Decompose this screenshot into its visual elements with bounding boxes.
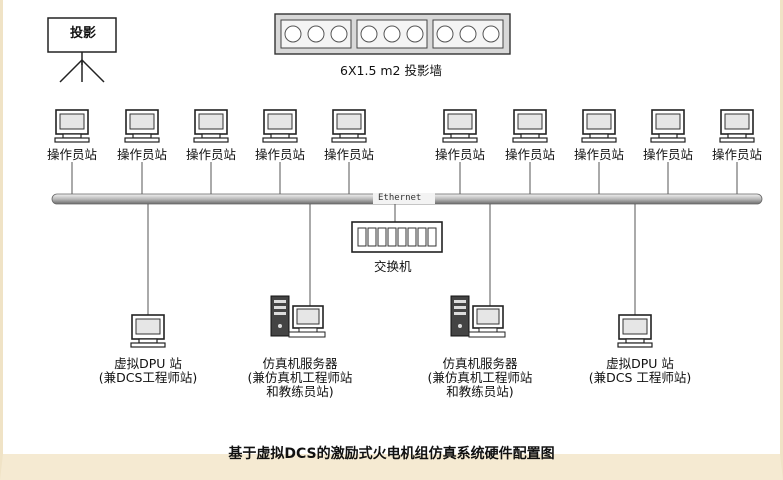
node-line: (兼DCS工程师站) [98,370,198,385]
operator-station-label: 操作员站 [185,147,236,162]
projector-label: 投影 [70,26,97,41]
dpu-station-left-label: 虚拟DPU 站 (兼DCS工程师站) [88,357,208,385]
dpu-station-right-icon [617,314,653,348]
node-line: (兼DCS 工程师站) [588,370,692,385]
operator-drop-lines [71,162,738,195]
node-line: (兼仿真机工程师站 [247,370,353,385]
node-line: 和教练员站) [266,384,334,399]
operator-station-label: 操作员站 [642,147,693,162]
dpu-station-right-label: 虚拟DPU 站 (兼DCS 工程师站) [575,357,705,385]
node-line: 虚拟DPU 站 [606,356,674,371]
ethernet-label: Ethernet [378,193,422,203]
projector-icon [47,17,117,83]
operator-monitor-icons [54,109,755,143]
projection-wall-label: 6X1.5 m2 投影墙 [340,63,442,78]
dpu-station-left-icon [130,314,166,348]
node-line: (兼仿真机工程师站 [427,370,533,385]
node-line: 和教练员站) [446,384,514,399]
operator-station-label: 操作员站 [434,147,485,162]
operator-station-label: 操作员站 [573,147,624,162]
simulation-server-right-label: 仿真机服务器 (兼仿真机工程师站 和教练员站) [410,357,550,399]
operator-station-label: 操作员站 [504,147,555,162]
projection-wall-icon [274,13,511,55]
ethernet-label-bg [373,193,435,204]
simulation-server-left-icon [270,295,326,338]
operator-station-label: 操作员站 [46,147,97,162]
operator-station-label: 操作员站 [323,147,374,162]
node-line: 虚拟DPU 站 [114,356,182,371]
operator-station-label: 操作员站 [711,147,762,162]
operator-station-label: 操作员站 [254,147,305,162]
switch-icon [351,221,443,253]
simulation-server-left-label: 仿真机服务器 (兼仿真机工程师站 和教练员站) [230,357,370,399]
bottom-drop-lines [147,204,636,315]
operator-station-label: 操作员站 [116,147,167,162]
node-line: 仿真机服务器 [442,356,518,371]
diagram-caption: 基于虚拟DCS的激励式火电机组仿真系统硬件配置图 [228,446,555,462]
node-line: 仿真机服务器 [262,356,338,371]
switch-label: 交换机 [374,259,412,274]
simulation-server-right-icon [450,295,506,338]
